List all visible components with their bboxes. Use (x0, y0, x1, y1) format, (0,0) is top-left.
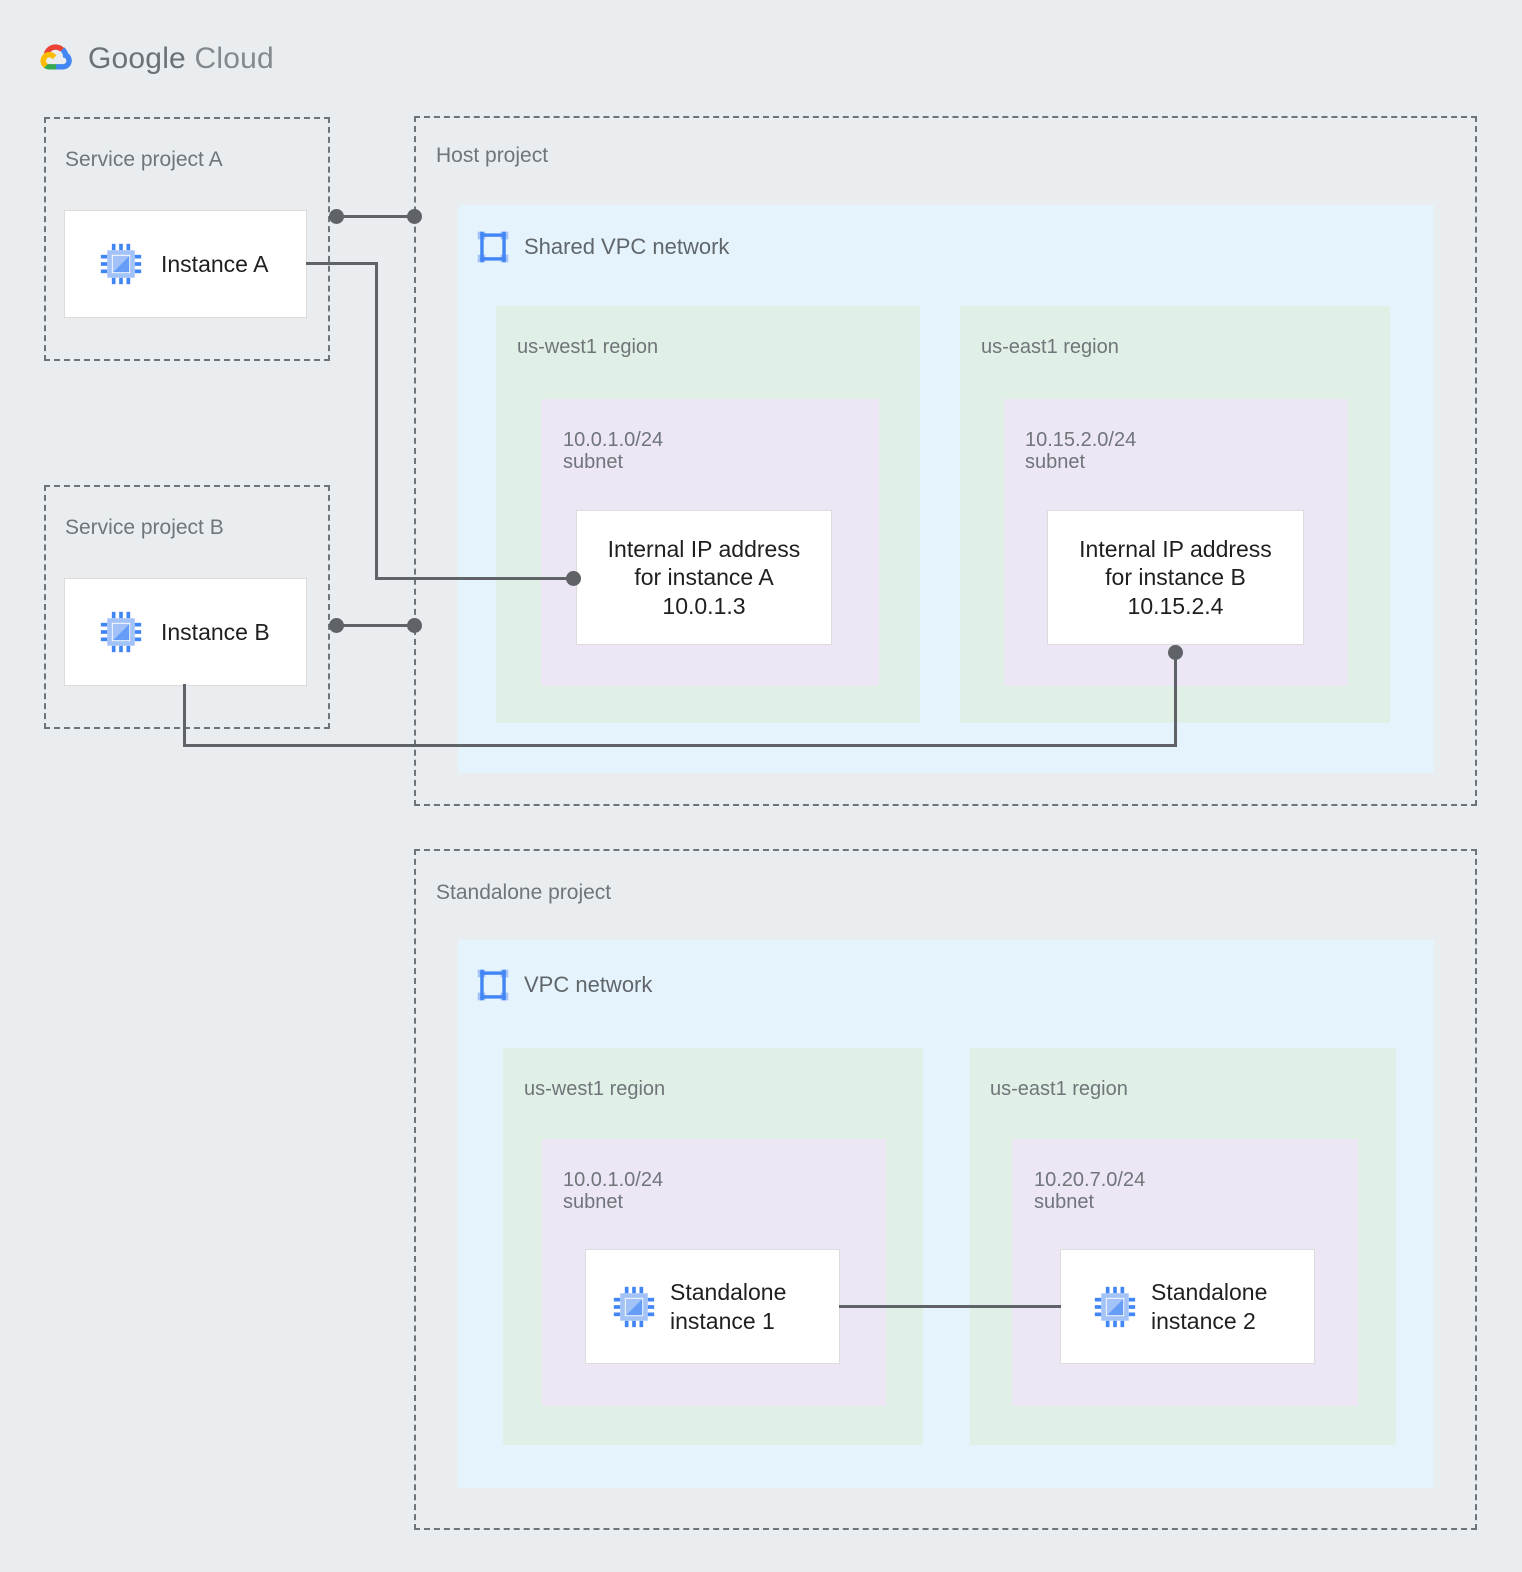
compute-instance-icon (100, 243, 142, 285)
connector-instance-b-seg3 (1174, 650, 1177, 745)
connector-instance-a-seg2 (375, 262, 378, 580)
compute-instance-icon (613, 1286, 655, 1327)
vpc-network-icon (477, 231, 509, 263)
standalone-project-label: Standalone project (436, 881, 612, 904)
internal-ip-instance-a-text: Internal IP address for instance A 10.0.… (607, 536, 801, 619)
instance-a-label: Instance A (161, 250, 269, 277)
logo-word-google: Google (88, 42, 186, 75)
host-project-container (414, 116, 1477, 806)
service-project-b-label: Service project B (65, 516, 224, 539)
vpc-network-header: VPC network (476, 968, 652, 1002)
connector-dot-service-a (329, 209, 344, 224)
vpc-network-title: VPC network (524, 972, 653, 997)
compute-instance-icon (1094, 1286, 1136, 1327)
connector-dot-internal-ip-b (1168, 645, 1183, 660)
host-region-us-west1-label: us-west1 region (517, 336, 659, 358)
host-subnet-10-15-2-0-label: 10.15.2.0/24 subnet (1025, 429, 1137, 474)
service-project-b-container (44, 485, 330, 729)
standalone-subnet-10-0-1-0-label: 10.0.1.0/24 subnet (563, 1169, 664, 1214)
logo-word-cloud: Cloud (194, 42, 274, 75)
internal-ip-instance-b-text: Internal IP address for instance B 10.15… (1079, 536, 1272, 619)
connector-service-b-to-host (336, 624, 416, 627)
connector-dot-host-bottom (407, 618, 422, 633)
shared-vpc-network-header: Shared VPC network (476, 230, 729, 264)
connector-service-a-to-host (336, 215, 416, 218)
logo-wordmark: Google Cloud (88, 42, 274, 76)
connector-dot-service-b (329, 618, 344, 633)
standalone-subnet-10-20-7-0-label: 10.20.7.0/24 subnet (1034, 1169, 1146, 1214)
host-project-label: Host project (436, 144, 549, 167)
standalone-region-us-west1-label: us-west1 region (524, 1078, 666, 1100)
vpc-network-icon (477, 969, 509, 1001)
connector-instance-a-seg1 (306, 262, 378, 265)
compute-instance-icon (100, 611, 142, 653)
service-project-a-container (44, 117, 330, 361)
connector-instance-a-seg3 (375, 577, 575, 580)
connector-instance-b-seg1 (183, 684, 186, 746)
standalone-instance-1-box[interactable]: Standalone instance 1 (585, 1249, 840, 1364)
connector-standalone-1-to-2 (839, 1305, 1061, 1308)
standalone-instance-1-label: Standalone instance 1 (670, 1279, 787, 1334)
connector-instance-b-seg2 (183, 744, 1177, 747)
host-region-us-east1-label: us-east1 region (981, 336, 1119, 358)
service-project-a-label: Service project A (65, 148, 223, 171)
host-subnet-10-0-1-0-label: 10.0.1.0/24 subnet (563, 429, 664, 474)
connector-dot-internal-ip-a (566, 571, 581, 586)
standalone-region-us-east1-label: us-east1 region (990, 1078, 1128, 1100)
internal-ip-instance-a-box[interactable]: Internal IP address for instance A 10.0.… (576, 510, 832, 645)
connector-dot-host-top (407, 209, 422, 224)
standalone-project-container (414, 849, 1477, 1530)
shared-vpc-network-title: Shared VPC network (524, 234, 730, 259)
instance-a-box[interactable]: Instance A (64, 210, 307, 318)
standalone-instance-2-label: Standalone instance 2 (1151, 1279, 1268, 1334)
instance-b-label: Instance B (161, 618, 270, 645)
instance-b-box[interactable]: Instance B (64, 578, 307, 686)
internal-ip-instance-b-box[interactable]: Internal IP address for instance B 10.15… (1047, 510, 1304, 645)
google-cloud-logo-icon (40, 44, 72, 70)
standalone-instance-2-box[interactable]: Standalone instance 2 (1060, 1249, 1315, 1364)
google-cloud-logo: Google Cloud (34, 38, 274, 80)
